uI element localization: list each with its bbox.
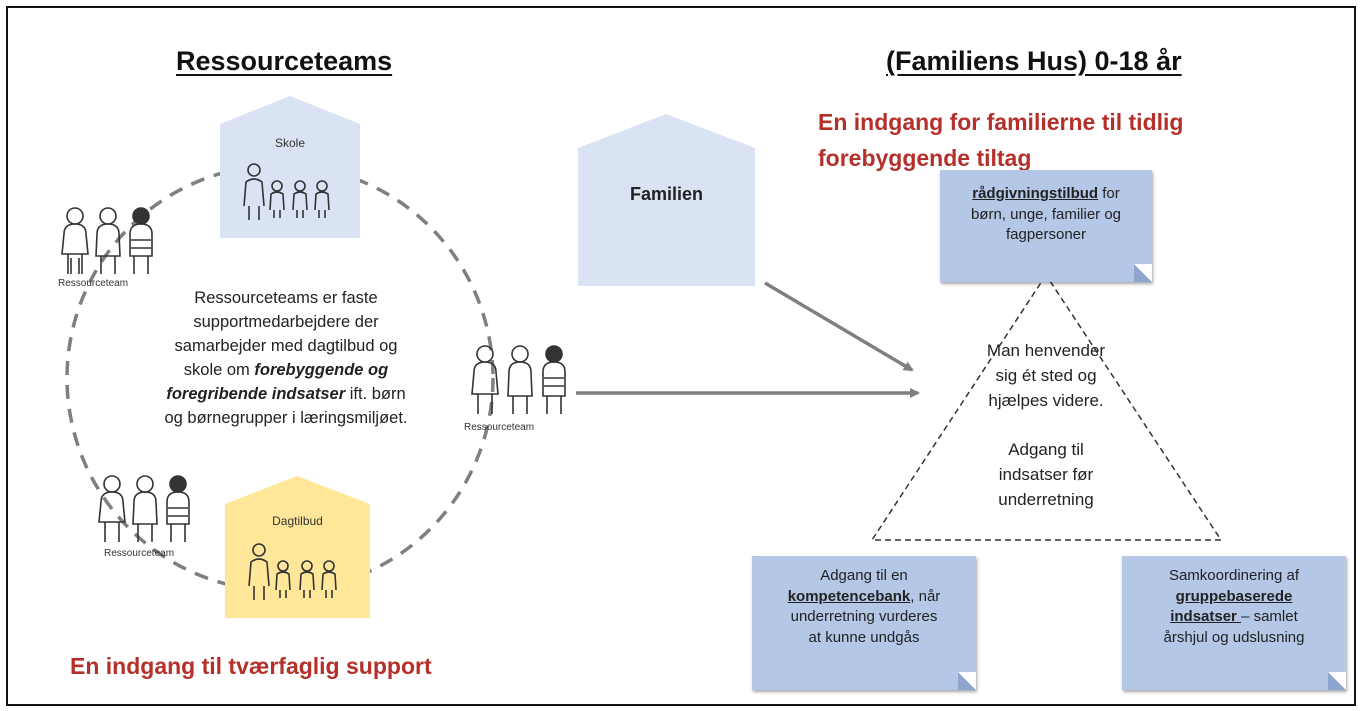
note-line: underretning vurderes bbox=[790, 608, 938, 625]
school-label: Skole bbox=[274, 136, 306, 150]
note-line: fagpersoner bbox=[1005, 226, 1087, 243]
right-red-line1: En indgang for familierne til tidlig bbox=[818, 109, 1184, 135]
daycare-house: Dagtilbud bbox=[225, 476, 370, 618]
people-icon bbox=[98, 475, 190, 542]
note-line: kompetencebank, når bbox=[787, 587, 941, 605]
circle-text-line: og børnegrupper i læringsmiljøet. bbox=[164, 409, 408, 427]
circle-description: Ressourceteams er faste supportmedarbejd… bbox=[148, 286, 424, 430]
note-line: børn, unge, familier og bbox=[970, 205, 1122, 223]
triangle-line: Man henvender bbox=[986, 341, 1106, 360]
page-fold-icon bbox=[958, 672, 976, 690]
people-icon bbox=[471, 345, 566, 414]
triangle-line: hjælpes videre. bbox=[988, 391, 1104, 410]
daycare-label: Dagtilbud bbox=[272, 514, 323, 528]
note-line: indsatser – samlet bbox=[1170, 608, 1298, 625]
note-line: årshjul og udslusning bbox=[1163, 628, 1305, 646]
circle-text-line: foregribende indsatser ift. børn bbox=[166, 385, 406, 403]
process-triangle bbox=[870, 273, 1223, 541]
children-group-icon bbox=[243, 163, 330, 220]
left-heading: Ressourceteams bbox=[176, 46, 393, 76]
circle-text-line: Ressourceteams er faste bbox=[194, 289, 378, 307]
page-fold-icon bbox=[1328, 672, 1346, 690]
emphasis-text: foregribende indsatser bbox=[166, 385, 346, 403]
note-advisory: rådgivningstilbud for børn, unge, famili… bbox=[940, 170, 1152, 282]
page-fold-icon bbox=[1134, 264, 1152, 282]
circle-text-line: skole om forebyggende og bbox=[183, 361, 389, 379]
family-house-shape bbox=[578, 114, 755, 286]
triangle-text: Man henvender sig ét sted og hjælpes vid… bbox=[946, 338, 1146, 512]
children-group-icon bbox=[248, 543, 337, 600]
left-red-caption: En indgang til tværfaglig support bbox=[70, 653, 432, 679]
triangle-line: indsatser før bbox=[998, 465, 1094, 484]
people-icon bbox=[61, 207, 153, 274]
emphasis-text: forebyggende og bbox=[254, 361, 389, 379]
right-red-subtitle: En indgang for familierne til tidlig for… bbox=[818, 104, 1183, 176]
triangle-line: underretning bbox=[998, 490, 1094, 509]
note-line: Adgang til en bbox=[820, 567, 908, 584]
resource-circle bbox=[65, 163, 495, 593]
daycare-house-shape bbox=[225, 476, 370, 618]
resource-team-label: Ressourceteam bbox=[58, 278, 129, 289]
note-competence-bank: Adgang til en kompetencebank, når underr… bbox=[752, 556, 976, 690]
family-house: Familien bbox=[578, 114, 755, 286]
arrow-family-to-house bbox=[764, 281, 914, 372]
resource-team-bottom-left: Ressourceteam bbox=[98, 472, 202, 564]
note-line: gruppebaserede bbox=[1175, 587, 1293, 605]
triangle-line: Adgang til bbox=[1008, 440, 1084, 459]
resource-team-middle: Ressourceteam bbox=[464, 340, 576, 436]
resource-team-label: Ressourceteam bbox=[464, 422, 535, 433]
family-label: Familien bbox=[629, 184, 704, 204]
school-house: Skole bbox=[220, 96, 360, 238]
triangle-line: sig ét sted og bbox=[995, 366, 1097, 385]
note-line: Samkoordinering af bbox=[1168, 567, 1300, 584]
note-line: rådgivningstilbud for bbox=[972, 185, 1120, 202]
note-line: at kunne undgås bbox=[808, 628, 920, 646]
circle-text-line: samarbejder med dagtilbud og bbox=[174, 337, 398, 355]
resource-team-label: Ressourceteam bbox=[104, 548, 175, 559]
school-house-shape bbox=[220, 96, 360, 238]
circle-text-line: supportmedarbejdere der bbox=[193, 313, 379, 331]
right-red-line2: forebyggende tiltag bbox=[818, 145, 1032, 171]
note-group-efforts: Samkoordinering af gruppebaserede indsat… bbox=[1122, 556, 1346, 690]
resource-team-top-left: Ressourceteam bbox=[56, 204, 160, 294]
right-heading: (Familiens Hus) 0-18 år bbox=[886, 46, 1182, 76]
